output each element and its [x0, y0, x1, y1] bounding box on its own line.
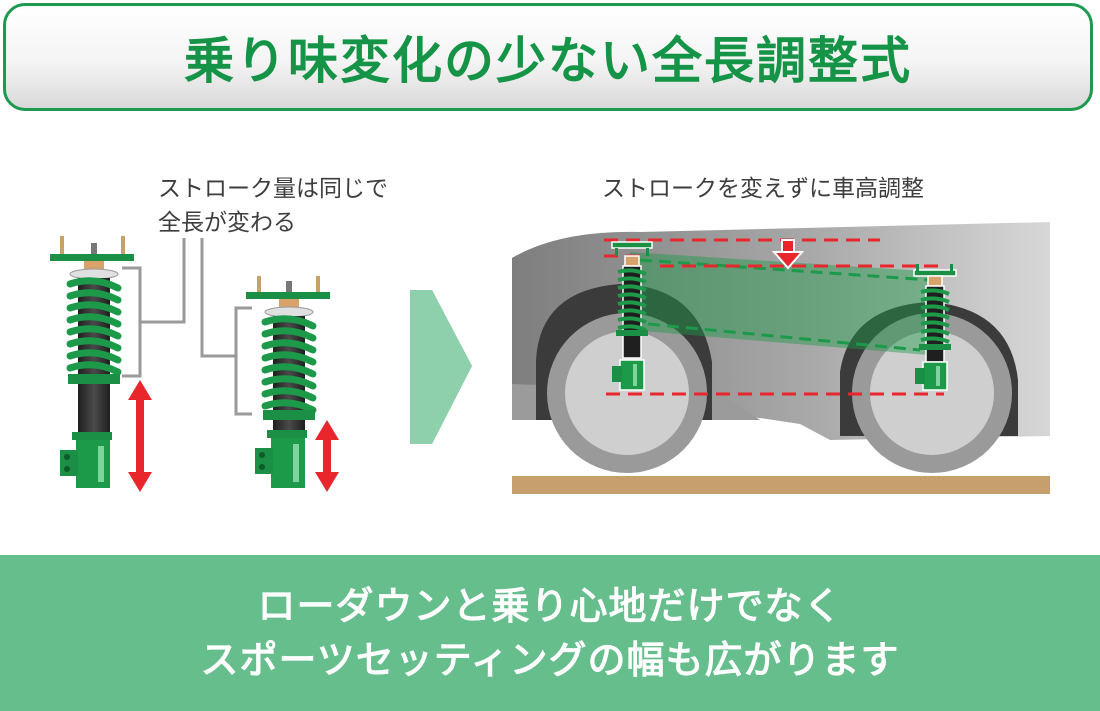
left-caption-line1: ストローク量は同じで [158, 176, 388, 202]
footer-banner: ローダウンと乗り心地だけでなく スポーツセッティングの幅も広がります [0, 555, 1100, 711]
lower-bracket [271, 438, 305, 488]
ground [512, 476, 1050, 494]
stud [60, 236, 64, 256]
front-coilover [611, 241, 653, 391]
stud [121, 236, 125, 256]
footer-line2: スポーツセッティングの幅も広がります [200, 638, 900, 682]
spring-seat [68, 374, 120, 384]
coilover-long [50, 236, 134, 488]
left-caption: ストローク量は同じで 全長が変わる [158, 172, 428, 240]
coil-spring [261, 315, 317, 414]
rear-coilover [913, 264, 957, 391]
stud [91, 243, 97, 256]
page-title: 乗り味変化の少ない全長調整式 [184, 32, 912, 90]
stroke-arrow-left [128, 380, 152, 492]
lower-bracket [76, 440, 110, 488]
title-banner: 乗り味変化の少ない全長調整式 [3, 3, 1093, 111]
left-caption-line2: 全長が変わる [158, 210, 296, 236]
right-caption: ストロークを変えずに車高調整 [602, 176, 924, 202]
coil-spring [66, 277, 122, 376]
upper-mount [84, 261, 104, 271]
footer-line1: ローダウンと乗り心地だけでなく [257, 584, 843, 628]
stroke-arrow-short [315, 420, 339, 492]
top-plate [50, 254, 134, 261]
top-plate [246, 292, 330, 299]
coilover-short [246, 276, 330, 488]
leader-lines [122, 238, 252, 416]
lower-arrow [771, 239, 805, 270]
